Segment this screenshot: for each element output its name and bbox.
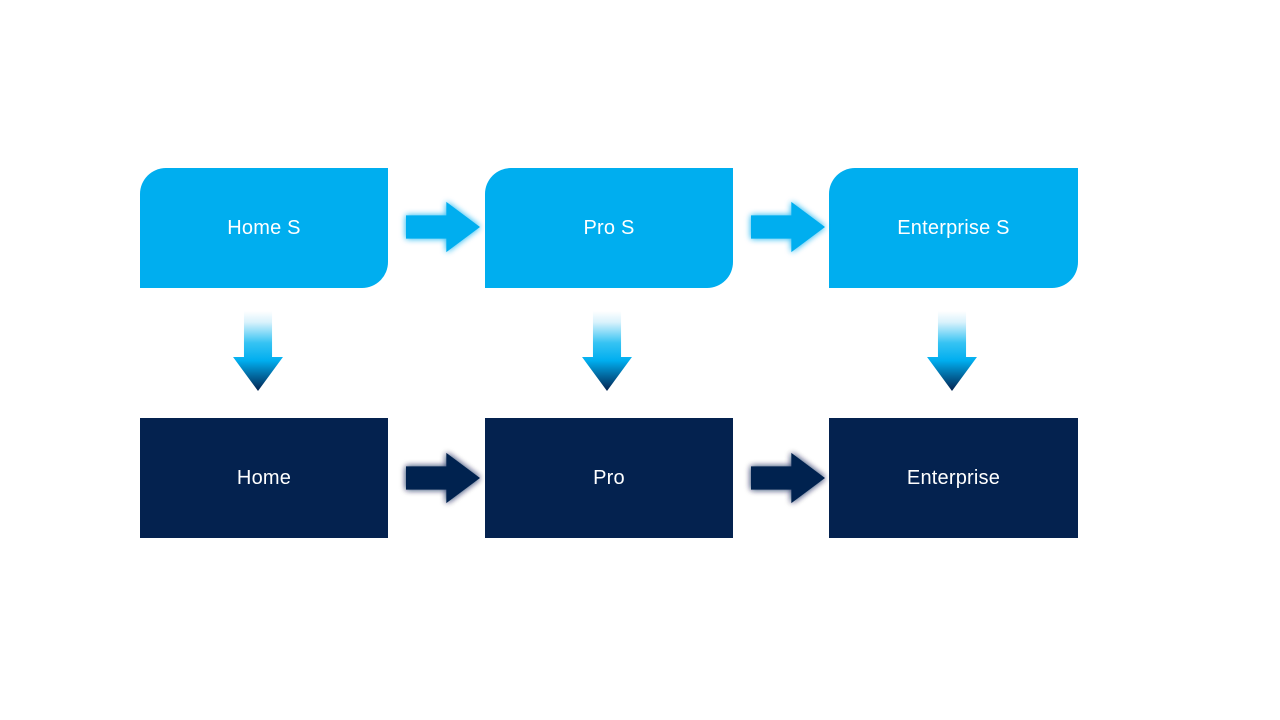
node-enterprise[interactable]: Enterprise — [829, 418, 1078, 538]
arrow-right-icon — [751, 452, 825, 504]
arrow-right-icon — [406, 201, 480, 253]
node-pro-s[interactable]: Pro S — [485, 168, 733, 288]
node-enterprise-s[interactable]: Enterprise S — [829, 168, 1078, 288]
node-label: Enterprise — [906, 467, 1001, 489]
connector-pro-to-enterprise — [751, 451, 825, 505]
node-home[interactable]: Home — [140, 418, 388, 538]
connector-home-s-to-home — [232, 311, 284, 391]
node-label: Pro S — [583, 217, 635, 239]
arrow-right-icon — [751, 201, 825, 253]
connector-home-s-to-pro-s — [406, 200, 480, 254]
connector-pro-s-to-pro — [581, 311, 633, 391]
connector-home-to-pro — [406, 451, 480, 505]
arrow-down-icon — [233, 311, 283, 391]
arrow-down-icon — [582, 311, 632, 391]
node-label: Pro — [593, 467, 625, 489]
node-pro[interactable]: Pro — [485, 418, 733, 538]
connector-enterprise-s-to-enterprise — [926, 311, 978, 391]
node-label: Enterprise S — [897, 217, 1010, 239]
node-label: Home — [236, 467, 292, 489]
arrow-right-icon — [406, 452, 480, 504]
connector-pro-s-to-enterprise-s — [751, 200, 825, 254]
arrow-down-icon — [927, 311, 977, 391]
node-home-s[interactable]: Home S — [140, 168, 388, 288]
node-label: Home S — [227, 217, 301, 239]
